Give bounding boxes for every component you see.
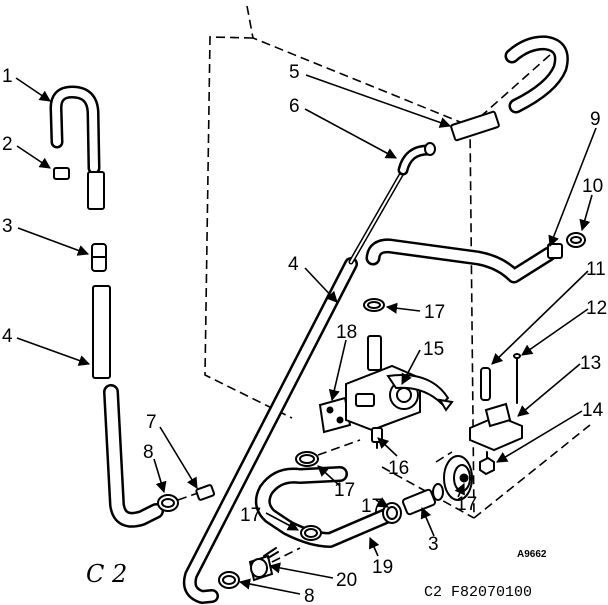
callout-10: 10	[582, 176, 603, 197]
callout-1: 1	[2, 66, 13, 87]
callout-4-center: 4	[288, 254, 299, 275]
callout-19: 19	[372, 557, 393, 578]
callout-2: 2	[2, 134, 13, 155]
figure-code: C2 F82070100	[424, 584, 532, 601]
cabinet-outline	[204, 5, 591, 519]
callout-15: 15	[423, 339, 444, 360]
callout-18: 18	[336, 322, 357, 343]
callout-17-upper: 17	[424, 302, 445, 323]
left-hose-assembly	[49, 85, 216, 528]
callout-14: 14	[582, 400, 604, 421]
callout-20: 20	[336, 570, 357, 591]
callout-12: 12	[586, 298, 607, 319]
callout-6: 6	[289, 96, 300, 117]
callout-17-center: 17	[334, 480, 355, 501]
callout-17-right: 17	[456, 494, 477, 515]
bottom-hose-assembly	[218, 439, 473, 589]
callout-7: 7	[146, 412, 157, 433]
callout-16: 16	[388, 458, 409, 479]
callout-17-lower-mid: 17	[361, 496, 382, 517]
callout-13: 13	[580, 353, 601, 374]
leader-lines	[15, 74, 597, 595]
switch-assembly	[469, 353, 523, 476]
diagonal-hose	[182, 165, 408, 604]
right-hose	[365, 232, 586, 284]
callout-3-right: 3	[428, 534, 439, 555]
callout-5: 5	[289, 62, 300, 83]
callout-8-left: 8	[143, 442, 154, 463]
callout-11: 11	[586, 259, 606, 280]
callout-9: 9	[590, 109, 601, 130]
callout-4-left: 4	[2, 326, 13, 347]
callout-17-lower-left: 17	[240, 505, 261, 526]
callout-3-left: 3	[2, 216, 13, 237]
callout-8-lower: 8	[304, 586, 315, 605]
callout-labels: 1 2 3 4 7 8 5 6 4 9 10 17 11 12 13 14 15…	[2, 62, 607, 605]
image-code: A9662	[517, 549, 547, 560]
top-hoses	[397, 35, 569, 176]
page-mark: C 2	[86, 560, 127, 588]
